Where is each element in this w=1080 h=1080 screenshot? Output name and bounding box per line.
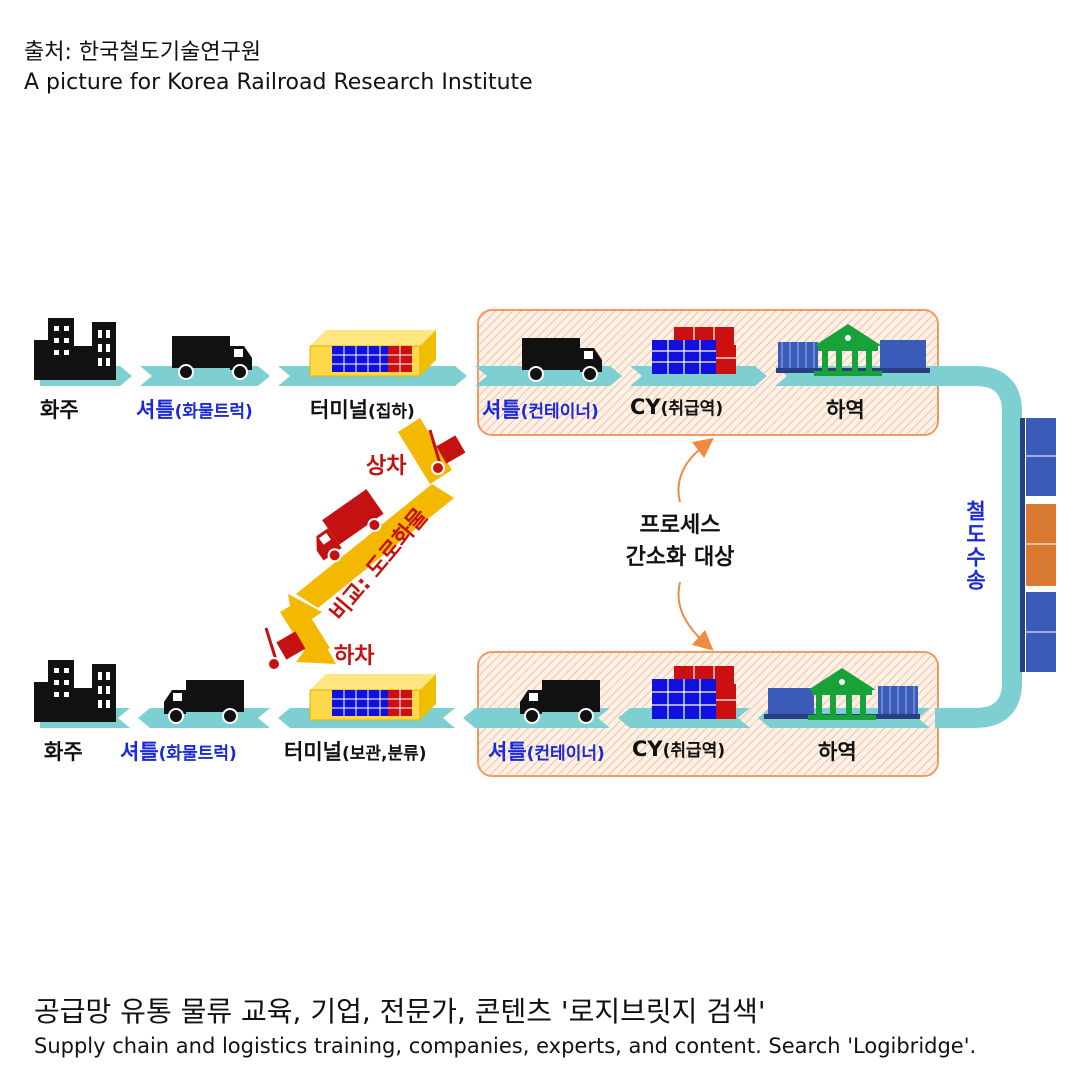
building-icon	[34, 318, 116, 380]
rail-train-icon	[1020, 418, 1056, 672]
red-truck-icon	[316, 489, 384, 563]
truck-icon	[172, 336, 252, 380]
loading-label: 상차	[366, 454, 407, 479]
bottom-cy-label: CY(취급역)	[632, 737, 726, 761]
process-arrow-up	[677, 437, 714, 503]
container-stack-icon	[652, 666, 736, 719]
station-icon	[814, 324, 882, 376]
bottom-shuttle-container-label: 셔틀(컨테이너)	[488, 740, 605, 764]
top-cy-label: CY(취급역)	[630, 395, 724, 419]
warehouse-icon	[309, 330, 436, 377]
bottom-terminal-label: 터미널(보관,분류)	[284, 740, 427, 764]
top-shuttle-container-label: 셔틀(컨테이너)	[482, 398, 599, 422]
top-station-label: 하역	[826, 398, 865, 422]
bottom-station-label: 하역	[818, 740, 857, 764]
footer-korean: 공급망 유통 물류 교육, 기업, 전문가, 콘텐츠 '로지브릿지 검색'	[34, 995, 766, 1028]
bottom-shipper-label: 화주	[44, 740, 83, 764]
process-arrow-down	[677, 581, 714, 651]
process-simplification-note: 프로세스 간소화 대상	[625, 513, 735, 570]
source-english: A picture for Korea Railroad Research In…	[24, 70, 533, 95]
unloading-label: 하차	[334, 644, 375, 669]
container-stack-icon	[652, 327, 736, 374]
bottom-shuttle-truck-label: 셔틀(화물트럭)	[120, 740, 237, 764]
footer-english: Supply chain and logistics training, com…	[34, 1034, 977, 1058]
top-terminal-label: 터미널(집하)	[310, 398, 415, 422]
station-icon	[808, 668, 876, 720]
hand-truck-icon	[428, 429, 466, 475]
top-shipper-label: 화주	[40, 398, 79, 422]
rail-loop	[930, 366, 1022, 728]
rail-transport-label: 철도수송	[963, 500, 987, 592]
truck-icon	[164, 680, 244, 724]
top-shuttle-truck-label: 셔틀(화물트럭)	[136, 398, 253, 422]
warehouse-icon	[309, 674, 436, 721]
source-korean: 출처: 한국철도기술연구원	[24, 40, 262, 65]
building-icon	[34, 660, 116, 722]
truck-icon	[522, 338, 602, 382]
hand-truck-icon	[264, 627, 306, 671]
truck-icon	[520, 680, 600, 724]
